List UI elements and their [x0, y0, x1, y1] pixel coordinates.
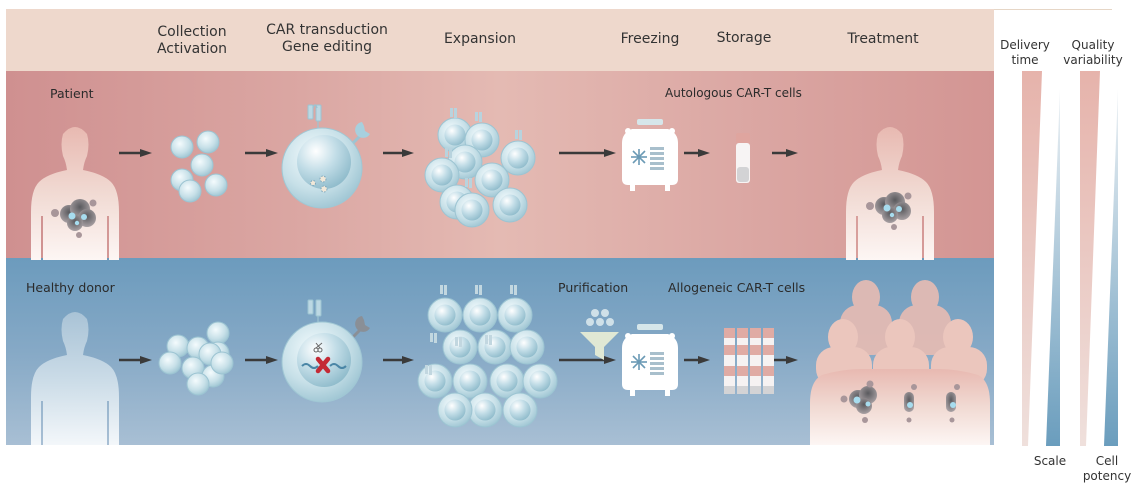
right-arrow-icon: [383, 149, 414, 157]
vial-rack-icon: [722, 328, 780, 396]
label-line: potency: [1082, 469, 1132, 484]
receptor-icon: [465, 178, 472, 188]
delivery-time-bar: [1022, 71, 1042, 446]
receptor-icon: [475, 285, 482, 295]
quality-variability-bar: [1080, 71, 1100, 446]
label-line: variability: [1053, 53, 1133, 68]
t-cell-icon: [478, 330, 512, 364]
car-transduction-gene-knockout-cell-icon: [280, 310, 380, 420]
receptor-icon: [475, 112, 482, 122]
t-cell-icon: [455, 193, 489, 227]
vial-icon: [733, 133, 753, 185]
label-line: time: [995, 53, 1055, 68]
car-transduction-cell-icon: [280, 100, 380, 210]
quality-variability-label: Quality variability: [1053, 38, 1133, 68]
top-divider-line: [994, 9, 1112, 10]
vial-icon: [737, 328, 748, 394]
snowflake-icon: [631, 354, 647, 370]
t-cell-icon: [463, 298, 497, 332]
scale-label: Scale: [1025, 454, 1075, 469]
collected-t-cells-icon: [160, 125, 240, 205]
scale-bar: [1046, 89, 1060, 446]
comparison-bars: [993, 71, 1137, 451]
t-cell-icon: [468, 393, 502, 427]
right-arrow-icon: [119, 149, 152, 157]
label-line: Quality: [1053, 38, 1133, 53]
cryo-freezer-icon: [622, 322, 682, 397]
t-cell-icon: [498, 298, 532, 332]
t-cell-icon: [438, 393, 472, 427]
funnel-icon: [575, 305, 625, 360]
cryo-freezer-icon: [622, 117, 682, 192]
expanded-edited-car-t-cells-icon: [415, 285, 565, 435]
t-cell-icon: [418, 364, 452, 398]
vial-icon: [750, 328, 761, 394]
expanded-car-t-cells-icon: [420, 100, 560, 230]
right-arrow-icon: [383, 356, 414, 364]
t-cell-icon: [523, 364, 557, 398]
right-arrow-icon: [684, 149, 710, 157]
delivery-time-label: Delivery time: [995, 38, 1055, 68]
snowflake-icon: [631, 149, 647, 165]
label-line: Scale: [1025, 454, 1075, 469]
t-cell-icon: [428, 298, 462, 332]
right-arrow-icon: [772, 149, 798, 157]
receptor-icon: [440, 285, 447, 295]
receptor-icon: [510, 285, 517, 295]
t-cell-icon: [503, 393, 537, 427]
right-arrow-icon: [559, 149, 616, 157]
cell-potency-label: Cell potency: [1082, 454, 1132, 484]
right-arrow-icon: [245, 149, 278, 157]
label-line: Delivery: [995, 38, 1055, 53]
cell-potency-bar: [1104, 89, 1118, 446]
receptor-icon: [430, 333, 437, 343]
receptor-icon: [515, 130, 522, 140]
vial-icon: [724, 328, 735, 394]
collected-donor-t-cells-icon: [158, 318, 240, 400]
right-arrow-icon: [119, 356, 152, 364]
label-line: Cell: [1082, 454, 1132, 469]
t-cell-icon: [510, 330, 544, 364]
vial-icon: [763, 328, 774, 394]
right-arrow-icon: [684, 356, 710, 364]
right-arrow-icon: [245, 356, 278, 364]
receptor-icon: [450, 108, 457, 118]
t-cell-icon: [493, 188, 527, 222]
